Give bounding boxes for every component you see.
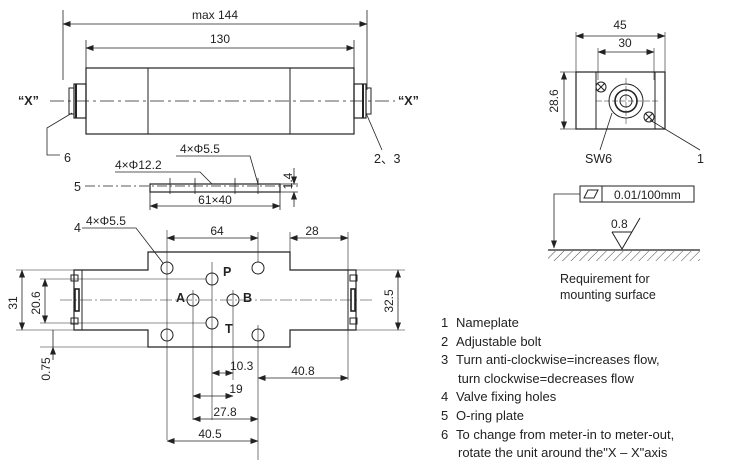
surface-hatch [548,251,700,261]
nameplate-screw-left [595,81,607,93]
fixing-hole-2 [251,261,265,275]
dim-40-5: 40.5 [198,427,222,441]
hole-spec-5-5-plate: 4×Φ5.5 [86,214,126,228]
top-view-text: max 144 130 “X” “X” 6 2、3 [18,8,419,166]
legend-item-continuation: rotate the unit around the"X – X"axis [458,445,668,461]
mounting-plate-outline [73,251,357,348]
dim-32-5: 32.5 [382,289,396,313]
roughness-value: 0.8 [611,217,628,231]
callout-2-3: 2、3 [374,152,400,166]
port-a-label: A [176,291,185,305]
roughness-symbol [611,217,641,250]
port-b-label: B [243,291,252,305]
dim-40-8: 40.8 [291,364,315,378]
port-p-label: P [223,265,231,279]
end-view-body [575,71,666,130]
o-ring-plate-side [149,183,281,193]
dim-28-6: 28.6 [547,89,561,113]
surface-requirement [548,185,700,261]
dim-1-4: 1.4 [281,172,295,189]
side-view [85,155,300,210]
dim-19: 19 [229,382,243,396]
dim-10-3: 10.3 [230,359,254,373]
plate-view-text: 4 4×Φ5.5 64 28 31 20.6 32.5 0.75 P A B T… [6,214,396,441]
dim-31: 31 [6,296,20,310]
top-view [46,10,395,156]
dim-64: 64 [210,224,224,238]
sw6-label: SW6 [585,152,612,166]
leader-6 [46,112,73,156]
mounting-requirement: Requirement for mounting surface [560,271,690,303]
dim-130: 130 [210,32,230,46]
hole-spec-12-2: 4×Φ12.2 [115,158,162,172]
flatness-tolerance: 0.01/100mm [614,188,681,202]
nameplate-screw-right [643,111,655,123]
dim-27-8: 27.8 [213,405,237,419]
legend-item-continuation: turn clockwise=decreases flow [458,370,634,386]
axis-x-right-label: “X” [398,94,419,108]
end-view-text: 45 30 28.6 SW6 1 [547,18,704,166]
dim-61x40: 61×40 [198,193,232,207]
dim-20-6: 20.6 [29,291,43,315]
dim-0-75: 0.75 [39,357,53,381]
end-view [560,32,701,151]
dim-45: 45 [613,18,627,32]
callout-5: 5 [74,180,81,194]
hole-spec-5-5-side: 4×Φ5.5 [180,142,220,156]
port-t-label: T [225,322,233,336]
side-view-text: 5 4×Φ12.2 4×Φ5.5 61×40 1.4 [74,142,295,207]
callout-6: 6 [64,151,71,165]
plate-view [16,227,405,460]
surface-text: 0.01/100mm 0.8 [611,188,681,231]
dim-max-144: max 144 [192,8,238,22]
flatness-symbol [583,189,599,199]
requirement-line-2: mounting surface [560,288,656,302]
axis-x-left-label: “X” [18,94,39,108]
requirement-line-1: Requirement for [560,272,650,286]
dim-30: 30 [618,36,632,50]
callout-4: 4 [74,221,81,235]
callout-1: 1 [697,152,704,166]
dim-28: 28 [305,224,319,238]
leader-2-3 [365,112,383,151]
